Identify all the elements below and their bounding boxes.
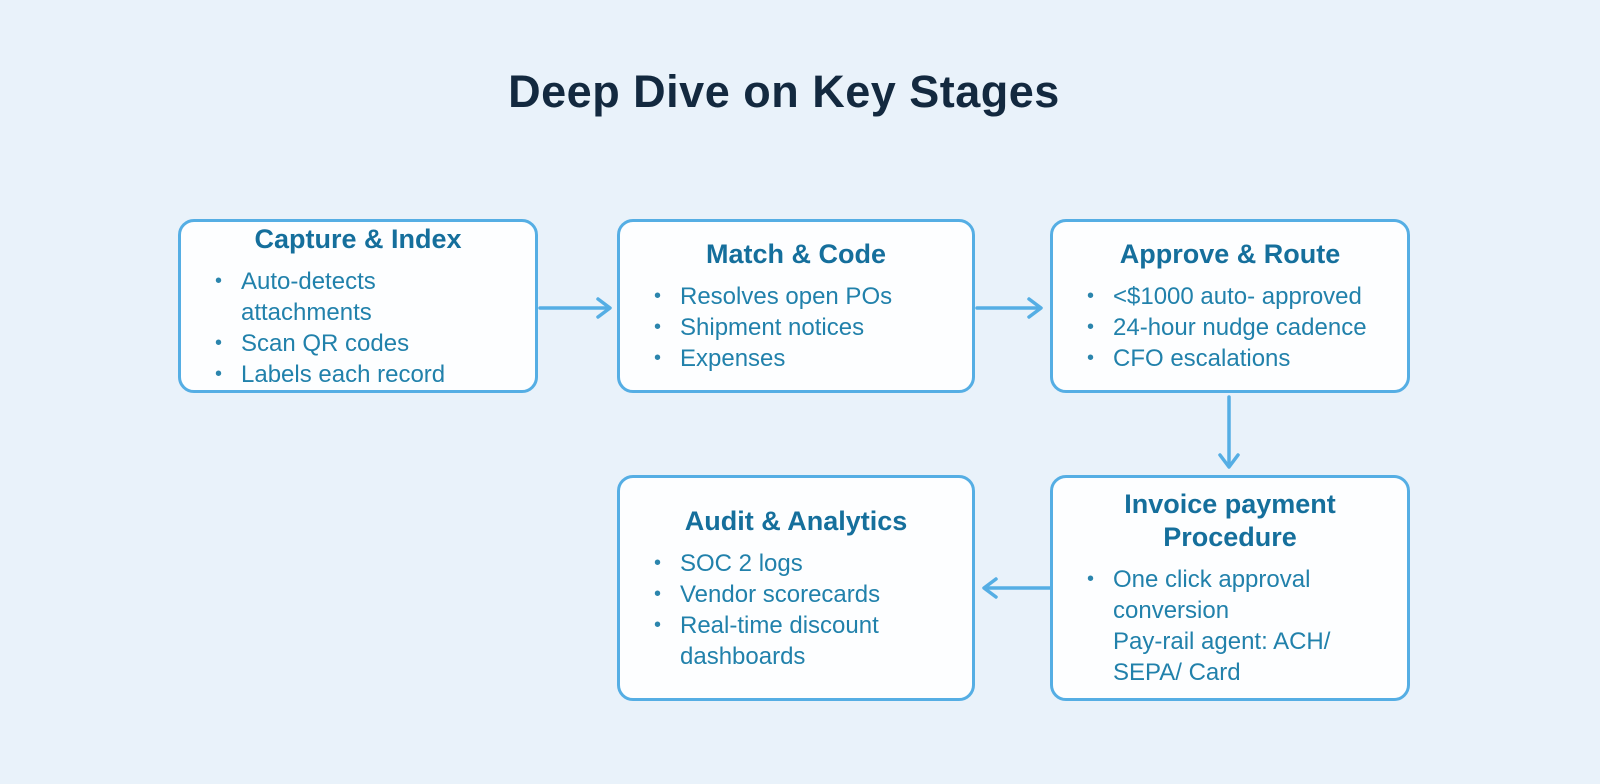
bullet-dot-icon: • xyxy=(1087,285,1095,307)
bullet-dot-icon: • xyxy=(215,331,223,354)
bullet-text: Vendor scorecards xyxy=(680,580,881,608)
bullet-item: • Shipment notices xyxy=(654,312,950,343)
bullet-item: • Scan QR codes xyxy=(215,328,513,359)
bullet-item: • 24-hour nudge cadence xyxy=(1087,312,1385,343)
arrow-invoice-to-audit xyxy=(982,577,1052,599)
bullet-item: • CFO escalations xyxy=(1087,343,1385,374)
stage-bullet-list: • Resolves open POs • Shipment notices • Ex… xyxy=(642,281,950,374)
stage-box-match-code: Match & Code • Resolves open POs • Shipmen… xyxy=(617,219,975,393)
bullet-dot-icon: • xyxy=(215,362,223,385)
stage-box-invoice-payment: Invoice payment Procedure • One click app… xyxy=(1050,475,1410,701)
page-title: Deep Dive on Key Stages xyxy=(508,66,1060,117)
bullet-item-continuation: •Pay-rail agent: ACH/ SEPA/ Card xyxy=(1087,626,1385,688)
bullet-text: Labels each record xyxy=(241,360,446,388)
bullet-dot-icon: • xyxy=(654,285,662,307)
bullet-text: SOC 2 logs xyxy=(680,549,803,577)
bullet-text: Real-time discount dashboards xyxy=(680,611,879,670)
stage-bullet-list: • One click approval conversion •Pay-rail… xyxy=(1075,564,1385,688)
bullet-item: • Labels each record xyxy=(215,359,513,390)
stage-title: Audit & Analytics xyxy=(684,505,908,536)
arrow-capture-to-match xyxy=(538,297,612,319)
bullet-text: Shipment notices xyxy=(680,314,865,341)
bullet-dot-icon: • xyxy=(215,269,223,292)
bullet-dot-icon: • xyxy=(654,316,662,338)
bullet-dot-icon: • xyxy=(654,613,662,636)
bullet-dot-icon: • xyxy=(654,551,662,574)
stage-box-capture-index: Capture & Index • Auto-detects attachment… xyxy=(178,219,538,393)
stage-title: Invoice payment Procedure xyxy=(1124,489,1336,552)
bullet-text: Expenses xyxy=(680,345,786,372)
arrow-approve-to-invoice xyxy=(1218,395,1240,469)
bullet-item: • Auto-detects attachments xyxy=(215,266,513,328)
bullet-text: <$1000 auto- approved xyxy=(1113,283,1362,310)
bullet-text: Auto-detects attachments xyxy=(241,267,376,326)
stage-box-approve-route: Approve & Route • <$1000 auto- approved •… xyxy=(1050,219,1410,393)
bullet-dot-icon: • xyxy=(1087,316,1095,338)
stage-title: Approve & Route xyxy=(1119,239,1341,269)
bullet-dot-icon: • xyxy=(654,582,662,605)
bullet-text: 24-hour nudge cadence xyxy=(1113,314,1367,341)
bullet-item: • <$1000 auto- approved xyxy=(1087,281,1385,312)
bullet-text: Scan QR codes xyxy=(241,329,410,357)
stage-bullet-list: • SOC 2 logs • Vendor scorecards • Real-tim… xyxy=(642,548,950,672)
stage-title: Capture & Index xyxy=(254,223,462,254)
bullet-item: • One click approval conversion xyxy=(1087,564,1385,626)
bullet-dot-icon: • xyxy=(1087,568,1095,590)
stage-title: Match & Code xyxy=(705,239,886,269)
stage-box-audit-analytics: Audit & Analytics • SOC 2 logs • Vendor sc… xyxy=(617,475,975,701)
bullet-text: One click approval conversion xyxy=(1113,566,1311,624)
bullet-item: • Vendor scorecards xyxy=(654,579,950,610)
bullet-item: • Real-time discount dashboards xyxy=(654,610,950,672)
bullet-text: Pay-rail agent: ACH/ SEPA/ Card xyxy=(1113,628,1331,686)
stage-bullet-list: • Auto-detects attachments • Scan QR codes… xyxy=(203,266,513,390)
stage-bullet-list: • <$1000 auto- approved • 24-hour nudge ca… xyxy=(1075,281,1385,374)
arrow-match-to-approve xyxy=(975,297,1043,319)
bullet-text: Resolves open POs xyxy=(680,283,893,310)
bullet-item: • Expenses xyxy=(654,343,950,374)
bullet-item: • SOC 2 logs xyxy=(654,548,950,579)
bullet-text: CFO escalations xyxy=(1113,345,1291,372)
bullet-dot-icon: • xyxy=(1087,347,1095,369)
bullet-dot-icon: • xyxy=(654,347,662,369)
bullet-item: • Resolves open POs xyxy=(654,281,950,312)
